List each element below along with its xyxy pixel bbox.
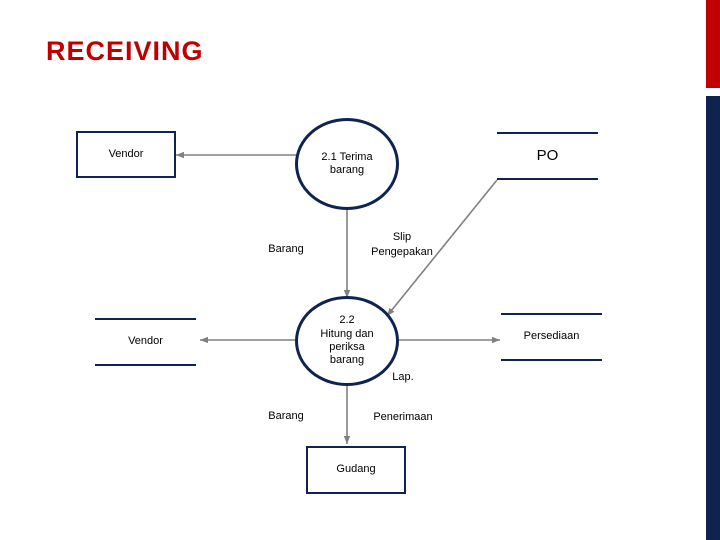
node-persediaan-store-label: Persediaan [523, 330, 580, 343]
node-process-2-2-label-line4: barang [329, 354, 365, 367]
node-vendor-store-label: Vendor [128, 335, 163, 348]
edge-bar-navy [706, 96, 720, 540]
node-po-store-label: PO [536, 146, 559, 164]
node-process-2-1-label-line1: 2.1 Terima [321, 150, 373, 163]
flow-label-slip-line2: Pengepakan [371, 246, 433, 258]
flow-label-slip-line1: Slip [392, 231, 412, 243]
node-persediaan-store[interactable]: Persediaan [501, 313, 602, 361]
edge-bar-red [706, 0, 720, 88]
node-vendor-store[interactable]: Vendor [95, 318, 196, 366]
node-po-store[interactable]: PO [497, 132, 598, 180]
node-gudang-label: Gudang [336, 463, 376, 476]
node-gudang[interactable]: Gudang [306, 446, 406, 494]
flow-label-barang-1: Barang [268, 243, 304, 255]
flow-label-lap-line1: Lap. [392, 371, 414, 383]
node-vendor-top[interactable]: Vendor [76, 131, 176, 178]
bottom-strip [0, 530, 706, 540]
page-title: RECEIVING [46, 36, 204, 66]
node-vendor-top-label: Vendor [108, 147, 144, 160]
flow-label-barang-2: Barang [268, 410, 304, 422]
flow-label-lap-line2: Penerimaan [373, 411, 433, 423]
edge-bar-gap [706, 88, 720, 96]
node-process-2-1-label-line2: barang [329, 164, 365, 176]
node-process-2-2-label-line1: 2.2 [339, 314, 355, 327]
node-process-2-2-label-line2: Hitung dan [320, 327, 374, 340]
node-process-2-2-label-line3: periksa [329, 341, 365, 353]
node-process-2-1[interactable]: 2.1 Terima barang [295, 118, 399, 210]
node-process-2-2[interactable]: 2.2 Hitung dan periksa barang [295, 296, 399, 386]
